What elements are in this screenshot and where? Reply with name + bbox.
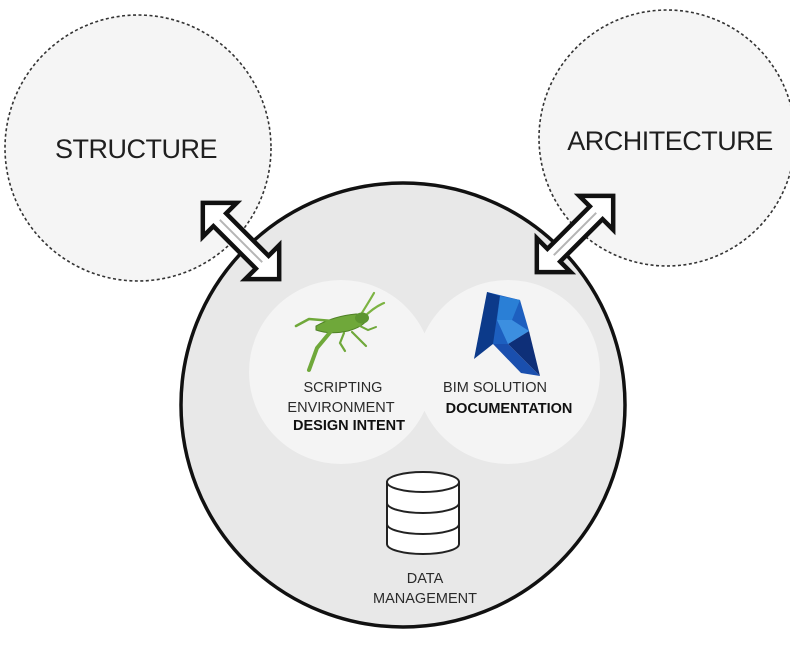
bim-solution-circle xyxy=(416,280,600,464)
bim-label-line2: DOCUMENTATION xyxy=(446,401,573,417)
data-management-label-line1: DATA xyxy=(407,571,444,587)
scripting-environment-circle xyxy=(249,280,433,464)
bim-label-line1: BIM SOLUTION xyxy=(443,380,547,396)
data-management-label-line2: MANAGEMENT xyxy=(373,591,477,607)
scripting-label-line2: ENVIRONMENT xyxy=(287,400,394,416)
structure-label: STRUCTURE xyxy=(55,134,217,164)
grasshopper-icon xyxy=(294,291,386,372)
database-icon xyxy=(386,471,460,555)
scripting-label-line1: SCRIPTING xyxy=(304,380,383,396)
architecture-connection-arrow xyxy=(534,193,616,275)
architecture-label: ARCHITECTURE xyxy=(567,126,773,156)
structure-connection-arrow xyxy=(200,200,282,282)
revit-logo-icon xyxy=(474,292,540,376)
scripting-label-line3: DESIGN INTENT xyxy=(293,418,405,434)
